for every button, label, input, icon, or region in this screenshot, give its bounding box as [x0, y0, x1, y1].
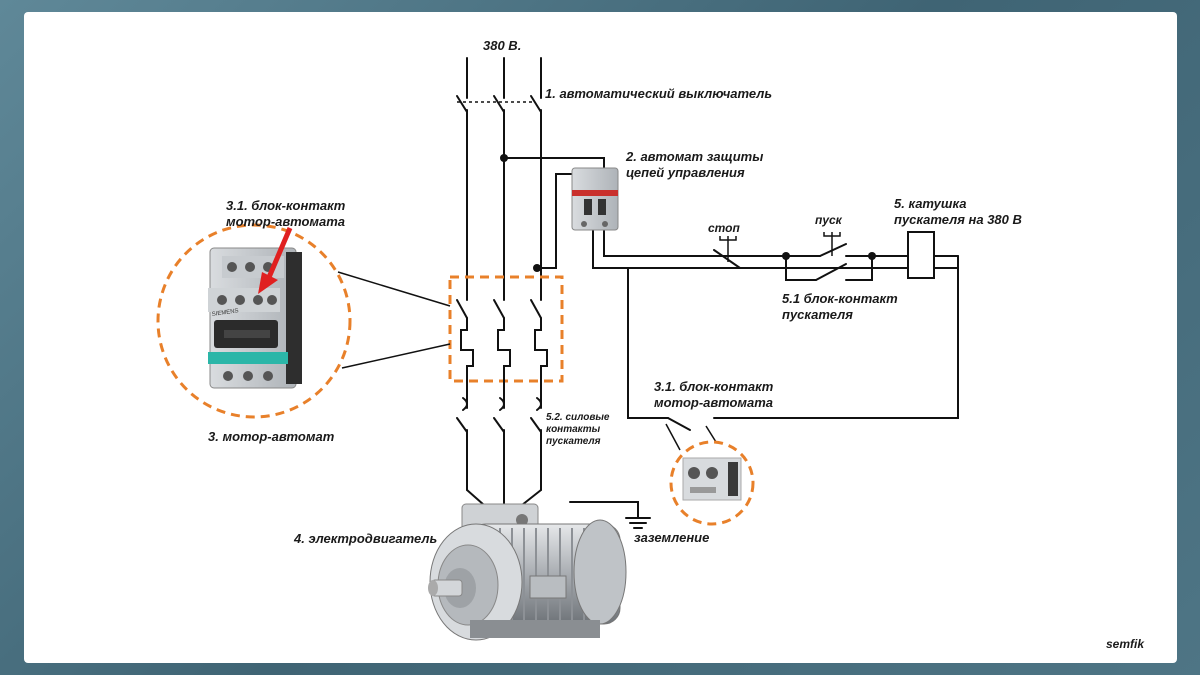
- control-breaker-label-1: 2. автомат защиты: [625, 149, 763, 164]
- starter-coil: [907, 231, 935, 279]
- power-contacts-label-1: 5.2. силовые: [546, 412, 610, 423]
- device-brand: SIEMENS: [211, 308, 239, 318]
- motor-breaker-inset: SIEMENS: [156, 223, 352, 419]
- power-contacts-label-3: пускателя: [546, 436, 601, 447]
- mb-aux-label-1: 3.1. блок-контакт: [654, 379, 774, 394]
- motor-breaker-symbol: [448, 275, 564, 401]
- control-breaker-label-2: цепей управления: [626, 165, 745, 180]
- red-arrow-head-icon: [258, 272, 278, 294]
- ground-symbol: [569, 501, 651, 529]
- motor-breaker-label: 3. мотор-автомат: [208, 429, 335, 444]
- aux-contact-label-1: 5.1 блок-контакт: [782, 291, 898, 306]
- breaker-label: 1. автоматический выключатель: [545, 86, 772, 101]
- motor-illustration: [428, 503, 627, 641]
- start-label: пуск: [815, 213, 843, 227]
- phase-lines: [456, 57, 542, 301]
- inset-callout-label-1: 3.1. блок-контакт: [226, 198, 346, 213]
- ground-label: заземление: [634, 530, 709, 545]
- aux-contact-inset: [665, 423, 755, 526]
- inset-callout-label-2: мотор-автомата: [226, 214, 345, 229]
- control-circuit-wires: [500, 154, 959, 431]
- power-contacts-symbol: [456, 397, 542, 506]
- coil-label-2: пускателя на 380 В: [894, 212, 1022, 227]
- watermark: semfik: [1106, 637, 1145, 651]
- red-arrow-icon: [264, 227, 293, 283]
- control-breaker-device: [571, 167, 619, 231]
- power-contacts-label-2: контакты: [546, 424, 601, 435]
- inset-leader-top: [337, 271, 451, 307]
- coil-label-1: 5. катушка: [894, 196, 966, 211]
- supply-voltage-label: 380 В.: [483, 38, 521, 53]
- stop-label: стоп: [708, 221, 741, 235]
- inset-leader-bottom: [341, 343, 451, 369]
- start-button-symbol: [819, 232, 847, 257]
- mb-aux-label-2: мотор-автомата: [654, 395, 773, 410]
- aux-contact-label-2: пускателя: [782, 307, 853, 322]
- stop-button-symbol: [713, 236, 743, 269]
- motor-label: 4. электродвигатель: [293, 531, 437, 546]
